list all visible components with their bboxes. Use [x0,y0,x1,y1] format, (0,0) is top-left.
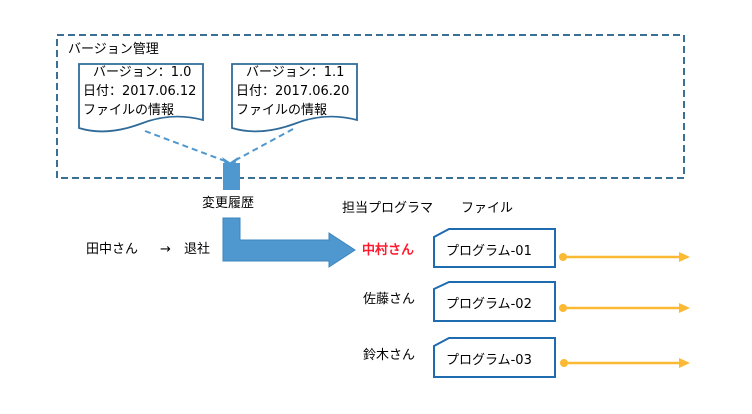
version-document-1 [78,63,204,133]
change-history-label: 変更履歴 [202,196,255,211]
merge-arrowhead-2 [229,157,238,164]
version-management-box [56,34,685,179]
header-programmer: 担当プログラマ [342,201,434,216]
file-3: プログラム-03 [446,353,532,368]
retirement-status: 退社 [184,242,211,257]
file-2: プログラム-02 [446,297,532,312]
version-management-title: バージョン管理 [68,42,159,57]
doc2-date: 日付：2017.06.20 [236,84,350,99]
header-file: ファイル [461,201,514,216]
file-shape-1 [433,228,556,268]
programmer-3: 鈴木さん [363,348,416,363]
programmer-1: 中村さん [362,243,415,258]
timeline-3 [560,358,690,368]
doc1-version: バージョン：1.0 [93,65,192,80]
doc2-info: ファイルの情報 [236,103,328,118]
doc1-info: ファイルの情報 [83,103,175,118]
file-shape-3 [433,337,556,378]
file-shape-2 [433,281,556,322]
timeline-1 [559,252,690,262]
retired-person: 田中さん [86,242,139,257]
doc1-date: 日付：2017.06.12 [83,84,197,99]
merge-connector-1 [144,130,226,162]
programmer-2: 佐藤さん [363,292,416,307]
arrow-right-icon: → [160,242,171,257]
file-shapes [433,228,556,378]
change-history-stem-top [223,163,240,190]
merge-connector-2 [233,128,294,162]
change-history-arrow [222,217,356,268]
timeline-2 [559,303,690,313]
doc2-version: バージョン：1.1 [246,65,345,80]
version-document-2 [231,63,358,133]
merge-arrowhead-1 [222,157,231,164]
file-1: プログラム-01 [446,244,532,259]
